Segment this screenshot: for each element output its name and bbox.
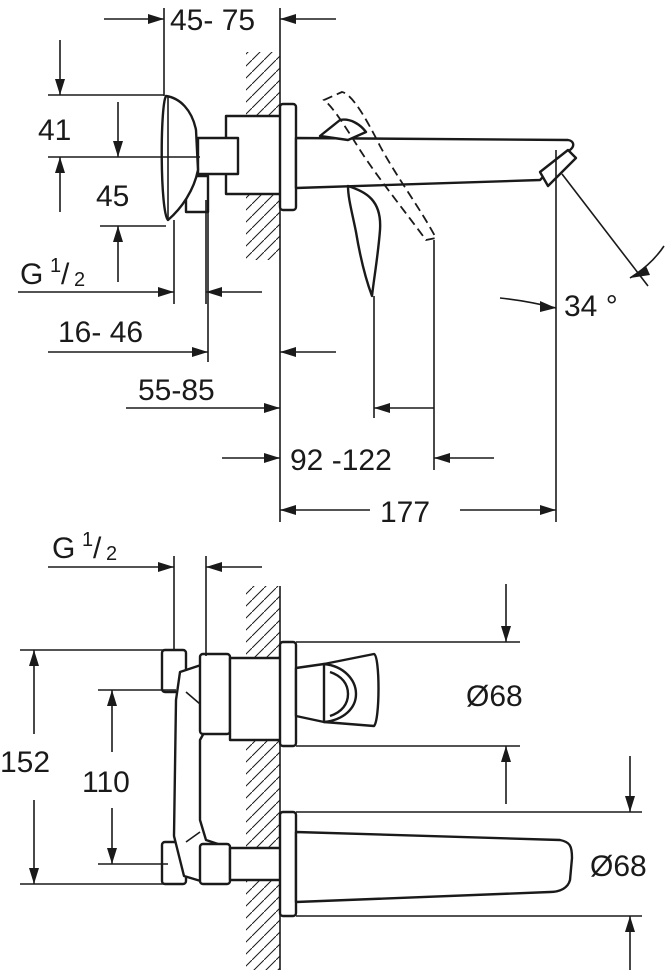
- lever-front: [294, 652, 380, 728]
- dim-lever-reach: 92 -122: [290, 444, 392, 477]
- lever-top: [318, 118, 368, 142]
- dim-thread-side-den: 2: [74, 269, 85, 291]
- dim-thread-front-slash: /: [93, 532, 102, 565]
- wall-section-front: [246, 586, 281, 970]
- spout-side: [294, 136, 578, 190]
- dim-thread-side-prefix: G: [20, 258, 43, 291]
- rosette-spout-front: [278, 810, 298, 918]
- front-view: G 1 / 2 152 110 Ø68 Ø68: [0, 529, 647, 970]
- dim-thread-front-den: 2: [106, 543, 117, 565]
- mixer-body-side: [160, 94, 288, 222]
- dim-rosette-handle: Ø68: [466, 680, 523, 713]
- dim-wall-offset: 45- 75: [170, 4, 255, 37]
- lever-handle: [346, 184, 382, 298]
- dim-thread-front-num: 1: [82, 529, 93, 551]
- dimensions-side: [18, 8, 665, 522]
- spout-connection: [228, 846, 284, 882]
- dimensions-front: [20, 556, 642, 970]
- dim-spout-reach: 177: [380, 496, 430, 529]
- rosette-handle-front: [278, 640, 298, 748]
- dim-body-depth: 16- 46: [58, 316, 143, 349]
- handle-connection: [228, 656, 284, 742]
- dim-angle: 34 °: [564, 290, 618, 323]
- dim-wall-depth: 55-85: [138, 374, 215, 407]
- dim-axis-distance: 110: [82, 766, 130, 799]
- dim-total-height: 152: [0, 746, 50, 779]
- spout-front: [294, 830, 574, 904]
- dim-thread-side-num: 1: [50, 255, 61, 277]
- dim-thread-side-slash: /: [61, 258, 70, 291]
- rosette-side: [278, 102, 298, 212]
- concealed-body: [160, 648, 232, 886]
- lever-alt-position: [322, 91, 438, 241]
- dim-handle-upper: 41: [38, 114, 71, 147]
- dim-handle-lower: 45: [96, 180, 129, 213]
- dim-thread-front-prefix: G: [52, 532, 75, 565]
- side-view: 45- 75 41 45 G 1 / 2 16- 46 55-85 92 -12…: [18, 4, 665, 529]
- dim-rosette-spout: Ø68: [590, 850, 647, 883]
